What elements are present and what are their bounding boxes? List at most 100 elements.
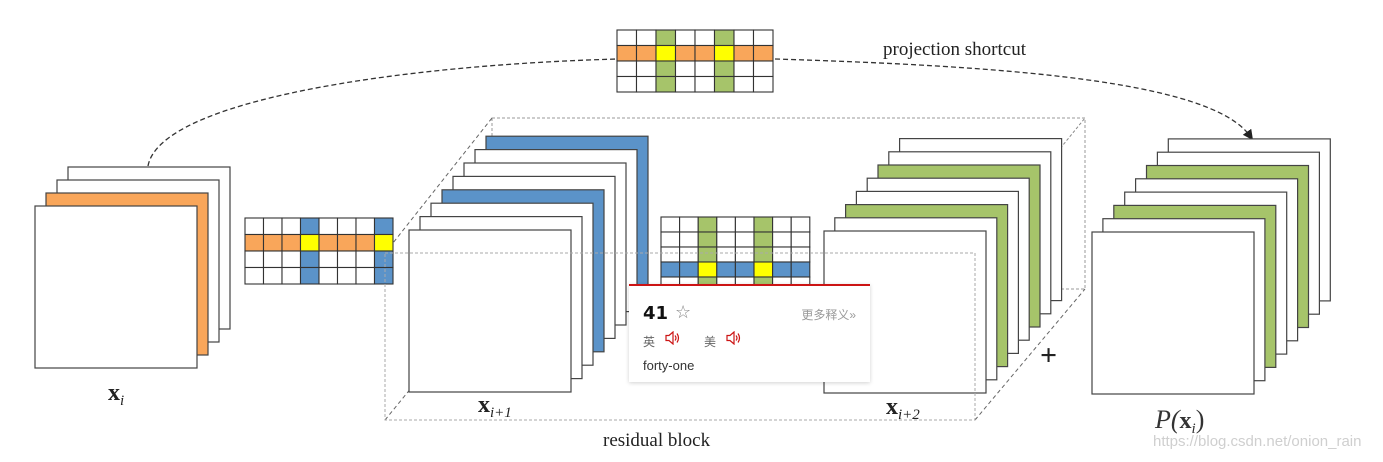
label-x-i-plus-2: xi+2: [886, 394, 920, 423]
kernel-cell: [655, 29, 677, 47]
kernel-cell: [655, 44, 677, 62]
kernel-cell: [790, 261, 811, 278]
kernel-cell: [753, 231, 774, 248]
us-pronunciation-label: 美: [704, 335, 717, 349]
kernel-cell: [299, 233, 320, 252]
kernel-cell: [674, 75, 696, 93]
dictionary-popup: 41 ☆ 更多释义» 英 美 forty-one: [629, 284, 870, 382]
plus-sign: +: [1040, 339, 1057, 372]
kernel-cell: [616, 60, 638, 78]
kernel-cell: [790, 216, 811, 233]
kernel-cell: [716, 216, 736, 233]
kernel-cell: [734, 246, 755, 263]
kernel-cell: [679, 216, 699, 233]
kernel-cell: [262, 266, 283, 285]
kernel-cell: [790, 231, 811, 248]
kernel-cell: [635, 75, 657, 93]
kernel-cell: [694, 75, 716, 93]
label-x-i-plus-1: xi+1: [478, 392, 512, 421]
star-icon[interactable]: ☆: [675, 302, 692, 322]
kernel-2: [660, 216, 811, 293]
kernel-cell: [716, 231, 736, 248]
kernel-cell: [679, 261, 699, 278]
kernel-cell: [713, 60, 735, 78]
kernel-cell: [355, 266, 376, 285]
kernel-cell: [674, 60, 696, 78]
kernel-cell: [713, 44, 735, 62]
kernel-cell: [716, 261, 736, 278]
kernel-cell: [373, 266, 394, 285]
kernel-cell: [713, 75, 735, 93]
feature-map-stack-p_x_i: [1091, 138, 1331, 395]
kernel-cell: [616, 75, 638, 93]
projection-shortcut-label: projection shortcut: [883, 39, 1027, 60]
kernel-cell: [790, 246, 811, 263]
kernel-1: [244, 217, 394, 285]
residual-block-front: [384, 252, 976, 421]
kernel-cell: [733, 75, 755, 93]
kernel-cell: [262, 250, 283, 269]
kernel-cell: [299, 250, 320, 269]
kernel-cell: [262, 217, 283, 236]
kernel-cell: [355, 217, 376, 236]
kernel-cell: [694, 60, 716, 78]
kernel-cell: [752, 75, 774, 93]
kernel-cell: [299, 266, 320, 285]
kernel-cell: [281, 233, 302, 252]
kernel-cell: [772, 261, 792, 278]
kernel-cell: [697, 216, 718, 233]
feature-map-stack-x_i: [34, 166, 231, 369]
kernel-cell: [318, 217, 339, 236]
label-x-i: xi: [108, 380, 124, 409]
kernel-cell: [679, 246, 699, 263]
kernel-cell: [244, 250, 265, 269]
kernel-cell: [281, 250, 302, 269]
kernel-cell: [281, 217, 302, 236]
label-p-x-i: P(xi): [1154, 405, 1204, 437]
kernel-cell: [318, 233, 339, 252]
kernel-cell: [336, 266, 357, 285]
kernel-cell: [772, 216, 792, 233]
feature-map-layer: [1091, 231, 1255, 395]
kernel-cell: [752, 29, 774, 47]
kernel-cell: [753, 261, 774, 278]
more-definitions-link[interactable]: 更多释义»: [801, 308, 856, 322]
kernel-cell: [752, 60, 774, 78]
kernel-cell: [660, 216, 681, 233]
kernel-cell: [733, 60, 755, 78]
kernel-cell: [772, 246, 792, 263]
kernel-cell: [660, 231, 681, 248]
kernel-cell: [694, 44, 716, 62]
uk-speaker-icon[interactable]: [665, 331, 681, 345]
kernel-cell: [281, 266, 302, 285]
kernel-cell: [616, 29, 638, 47]
residual-block-label: residual block: [603, 430, 711, 451]
kernel-cell: [336, 250, 357, 269]
kernel-cell: [635, 29, 657, 47]
kernel-cell: [716, 246, 736, 263]
kernel-cell: [697, 246, 718, 263]
kernel-cell: [244, 233, 265, 252]
kernel-cell: [244, 217, 265, 236]
us-speaker-icon[interactable]: [726, 331, 742, 345]
watermark: https://blog.csdn.net/onion_rain: [1153, 433, 1362, 450]
kernel-cell: [660, 261, 681, 278]
kernel-cell: [635, 60, 657, 78]
kernel-cell: [733, 44, 755, 62]
kernel-cell: [262, 233, 283, 252]
kernel-projection: [616, 29, 774, 93]
kernel-cell: [355, 250, 376, 269]
kernel-cell: [734, 261, 755, 278]
popup-word: 41: [643, 303, 669, 324]
kernel-cell: [753, 216, 774, 233]
kernel-cell: [299, 217, 320, 236]
kernel-cell: [355, 233, 376, 252]
kernel-cell: [616, 44, 638, 62]
kernel-cell: [734, 216, 755, 233]
kernel-cell: [733, 29, 755, 47]
kernel-cell: [679, 231, 699, 248]
kernel-cell: [318, 266, 339, 285]
popup-meaning: forty-one: [643, 358, 695, 373]
kernel-cell: [655, 75, 677, 93]
kernel-cell: [752, 44, 774, 62]
